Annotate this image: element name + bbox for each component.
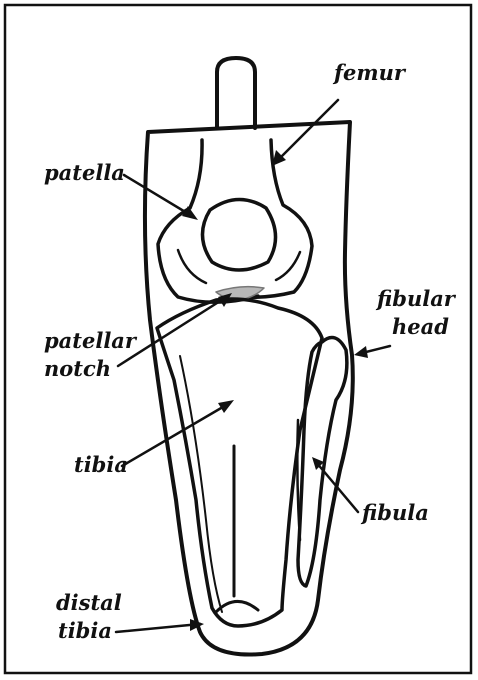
label-patella: patella xyxy=(44,160,125,185)
label-patellar-notch-line2: notch xyxy=(44,356,111,381)
label-distal-tibia-line2: tibia xyxy=(58,618,112,643)
label-fibular-head-line1: fibular xyxy=(375,286,457,311)
label-patellar-notch-line1: patellar xyxy=(44,328,138,353)
label-distal-tibia-line1: distal xyxy=(56,590,122,615)
label-femur: femur xyxy=(332,60,407,85)
label-tibia: tibia xyxy=(74,452,128,477)
label-fibular-head-line2: head xyxy=(392,314,449,339)
label-fibula: fibula xyxy=(360,500,429,525)
